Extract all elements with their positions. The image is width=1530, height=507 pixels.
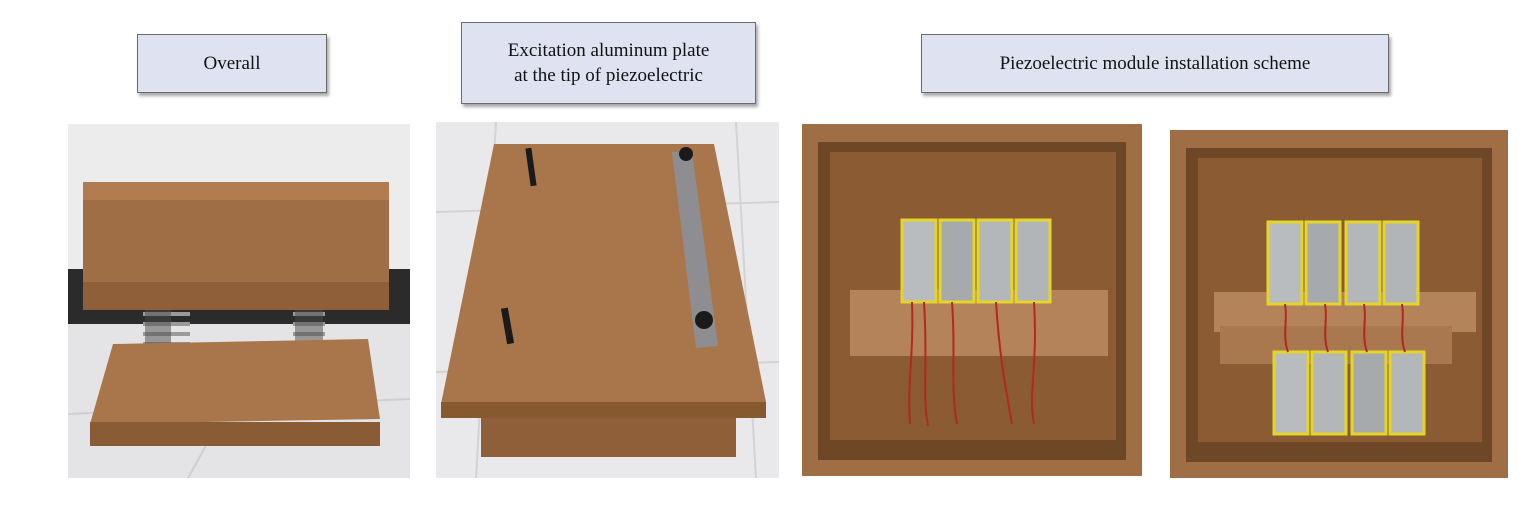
- photo-installation-double-row: [1170, 130, 1508, 478]
- photo-overall: [68, 124, 410, 478]
- label-installation-scheme: Piezoelectric module installation scheme: [921, 34, 1389, 93]
- label-overall: Overall: [137, 34, 327, 93]
- label-excitation-plate: Excitation aluminum plate at the tip of …: [461, 22, 756, 104]
- photo-excitation-plate: [436, 122, 779, 478]
- photo-installation-single-row: [802, 124, 1142, 476]
